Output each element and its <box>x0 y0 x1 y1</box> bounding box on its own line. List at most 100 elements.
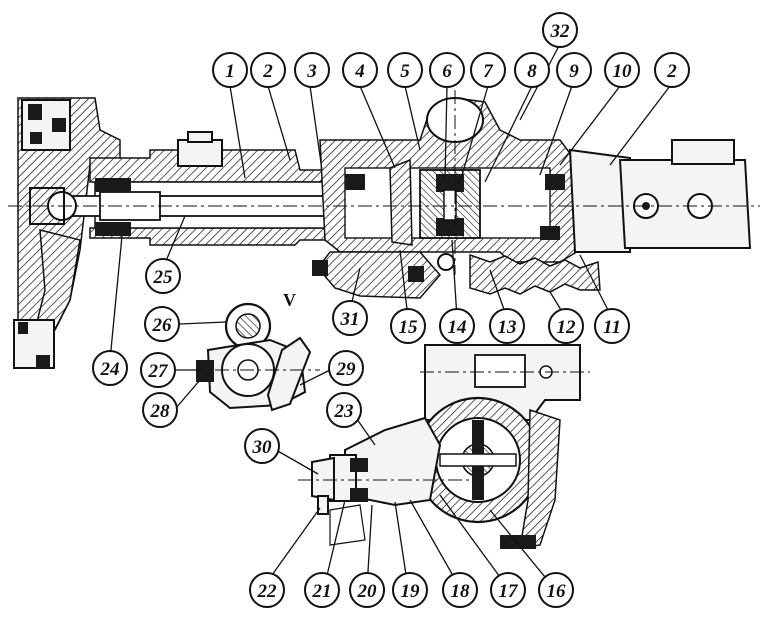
callout-3: 3 <box>294 52 330 88</box>
callout-16: 16 <box>538 572 574 608</box>
callout-5-label: 5 <box>400 61 410 82</box>
view-v-right-bolt <box>266 336 312 412</box>
callout-5: 5 <box>387 52 423 88</box>
callout-13: 13 <box>489 308 525 344</box>
callout-26: 26 <box>144 306 180 342</box>
callout-19-label: 19 <box>401 581 421 602</box>
spider-gear-lower <box>436 218 464 236</box>
diff-bearing-left <box>345 174 365 190</box>
callout-24-label: 24 <box>100 359 120 380</box>
callout-10-label: 10 <box>613 61 633 82</box>
view-v-left-bolt <box>196 360 214 382</box>
final-drive-right-arm <box>519 408 561 549</box>
callout-3-label: 3 <box>306 61 317 82</box>
callout-22-label: 22 <box>257 581 278 602</box>
callout-16-label: 16 <box>547 581 567 602</box>
callout-9-label: 9 <box>569 61 579 82</box>
side-gear-center <box>443 189 457 221</box>
callout-6: 6 <box>429 52 465 88</box>
view-v-upper-ring-inner <box>235 313 261 339</box>
callout-21: 21 <box>304 572 340 608</box>
callout-12-label: 12 <box>557 317 577 338</box>
left-lower-nut-1 <box>18 322 28 334</box>
callout-30: 30 <box>244 428 280 464</box>
view-v-detail: V <box>190 290 320 412</box>
callout-1: 1 <box>212 52 248 88</box>
drain-plug <box>437 253 455 271</box>
final-drive-top-bore <box>474 354 526 388</box>
main-axle-section <box>8 90 760 369</box>
callout-13-label: 13 <box>498 317 517 338</box>
input-yoke <box>311 456 335 502</box>
callout-4-label: 4 <box>354 61 365 82</box>
callout-8-label: 8 <box>527 61 537 82</box>
pinion-bearing <box>350 458 368 472</box>
ring-gear <box>389 158 413 246</box>
callout-2-right-label: 2 <box>666 61 677 82</box>
callout-23: 23 <box>326 392 362 428</box>
lower-bracket <box>329 504 366 546</box>
callout-18-label: 18 <box>451 581 471 602</box>
left-bearing-lower <box>95 222 131 236</box>
callout-32: 32 <box>542 12 578 48</box>
callout-1-label: 1 <box>225 61 235 82</box>
tube-breather-cap <box>177 139 223 167</box>
callout-14-label: 14 <box>448 317 467 338</box>
callout-2-left-label: 2 <box>262 61 273 82</box>
final-drive-unit <box>298 344 590 549</box>
callout-18: 18 <box>442 572 478 608</box>
callout-15-label: 15 <box>399 317 419 338</box>
callout-26-label: 26 <box>152 315 173 336</box>
rubber-boot <box>469 253 601 295</box>
right-block-cap <box>671 139 735 165</box>
callout-25: 25 <box>145 258 181 294</box>
callout-31: 31 <box>332 300 368 336</box>
callout-7: 7 <box>470 52 506 88</box>
callout-7-label: 7 <box>483 61 494 82</box>
callout-12: 12 <box>548 308 584 344</box>
callout-24: 24 <box>92 350 128 386</box>
callout-29: 29 <box>328 350 364 386</box>
callout-14: 14 <box>439 308 475 344</box>
callout-15: 15 <box>390 308 426 344</box>
callout-2-left: 2 <box>250 52 286 88</box>
pinion-bearing-low <box>350 488 368 502</box>
lower-bolt-left <box>312 260 328 276</box>
callout-2-right: 2 <box>654 52 690 88</box>
callout-23-label: 23 <box>334 401 354 422</box>
callout-19: 19 <box>392 572 428 608</box>
left-hub-bolt-3 <box>30 132 42 144</box>
left-lower-nut-2 <box>36 355 50 369</box>
callout-28: 28 <box>142 392 178 428</box>
callout-4: 4 <box>342 52 378 88</box>
callout-11-label: 11 <box>603 317 621 338</box>
callout-28-label: 28 <box>150 401 171 422</box>
left-hub-bolt-2 <box>52 118 66 132</box>
view-v-mark: V <box>283 290 296 310</box>
callout-32-label: 32 <box>550 21 571 42</box>
callout-17: 17 <box>490 572 526 608</box>
callout-27-label: 27 <box>148 361 170 382</box>
callout-20-label: 20 <box>357 581 378 602</box>
callout-20: 20 <box>349 572 385 608</box>
diff-bearing-right <box>545 174 565 190</box>
callout-27: 27 <box>140 352 176 388</box>
spider-gear-upper <box>436 174 464 192</box>
input-yoke-tab <box>317 495 329 515</box>
callout-11: 11 <box>594 308 630 344</box>
callout-8: 8 <box>514 52 550 88</box>
tube-breather-top <box>187 131 213 143</box>
callout-22: 22 <box>249 572 285 608</box>
leader-lines <box>109 43 671 589</box>
left-hub-bolt-1 <box>28 104 42 120</box>
callout-21-label: 21 <box>312 581 332 602</box>
right-axle-tube <box>568 148 631 253</box>
callout-6-label: 6 <box>442 61 452 82</box>
lower-bolt-right <box>408 266 424 282</box>
callout-31-label: 31 <box>340 309 360 330</box>
callout-25-label: 25 <box>153 267 174 288</box>
diff-bearing-right-low <box>540 226 560 240</box>
callout-30-label: 30 <box>252 437 273 458</box>
left-bearing <box>95 178 131 192</box>
